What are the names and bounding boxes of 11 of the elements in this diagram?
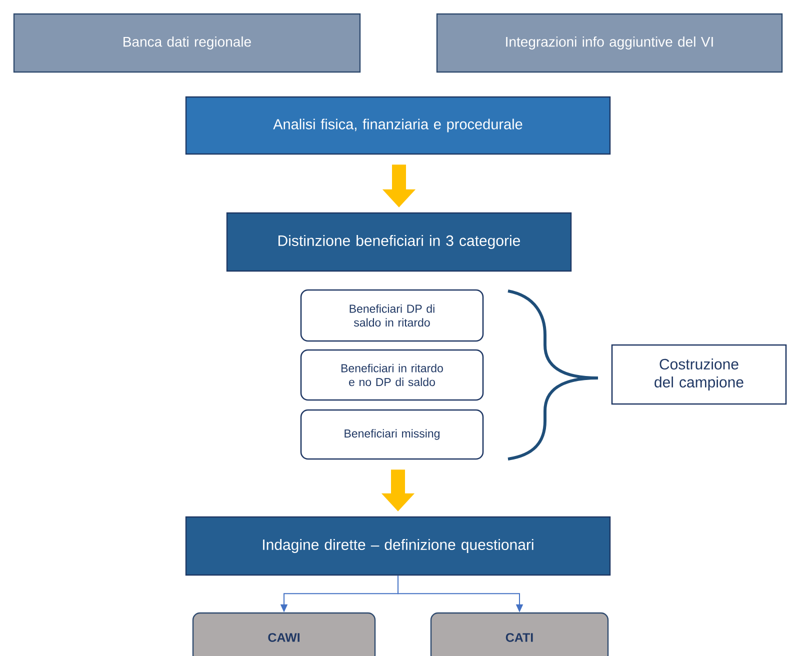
process-box: Analisi fisica, finanziaria e procedurale <box>185 96 611 155</box>
process-box: Indagine dirette – definizione questionari <box>185 516 611 576</box>
category-box: Beneficiari in ritardo e no DP di saldo <box>300 349 484 401</box>
source-box: Banca dati regionale <box>13 13 361 73</box>
result-box: Costruzione del campione <box>611 344 787 405</box>
source-box: Integrazioni info aggiuntive del VI <box>436 13 783 73</box>
method-box: CAWI <box>192 612 376 656</box>
process-box: Distinzione beneficiari in 3 categorie <box>226 212 572 272</box>
method-box: CATI <box>430 612 609 656</box>
category-box: Beneficiari missing <box>300 409 484 460</box>
category-box: Beneficiari DP di saldo in ritardo <box>300 289 484 342</box>
